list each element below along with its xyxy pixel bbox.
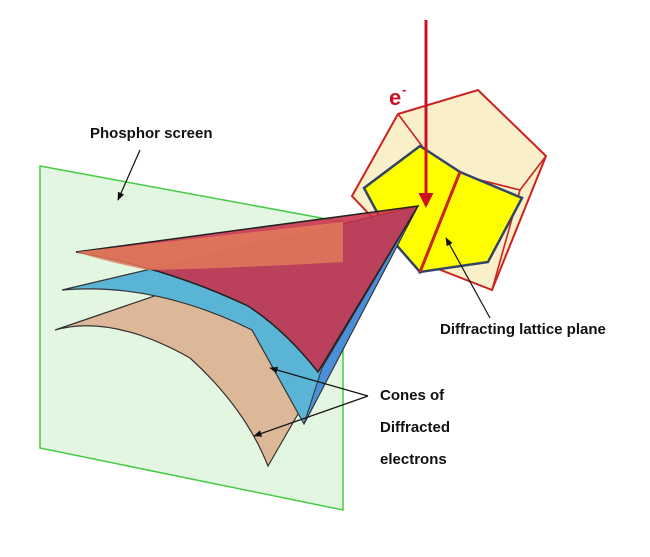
cones-label: Cones of Diffracted electrons [380,387,450,468]
lattice-plane-center-edge [418,171,462,273]
electron-symbol: e [389,85,401,110]
cones-label-line-2: Diffracted [380,419,450,436]
cones-pointer-upper [269,366,369,397]
cones-label-line-3: electrons [380,451,447,468]
cone-red-outer [76,222,343,270]
lattice-plane-pointer [445,237,491,319]
electron-charge: - [402,82,406,97]
cones-pointer-lower [253,395,369,437]
phosphor-screen-pointer [117,149,141,201]
diffraction-cones [54,204,420,468]
phosphor-screen-label: Phosphor screen [90,125,213,142]
electron-label: e - [389,82,406,110]
cones-label-line-1: Cones of [380,387,445,404]
lattice-plane-label: Diffracting lattice plane [440,321,606,338]
